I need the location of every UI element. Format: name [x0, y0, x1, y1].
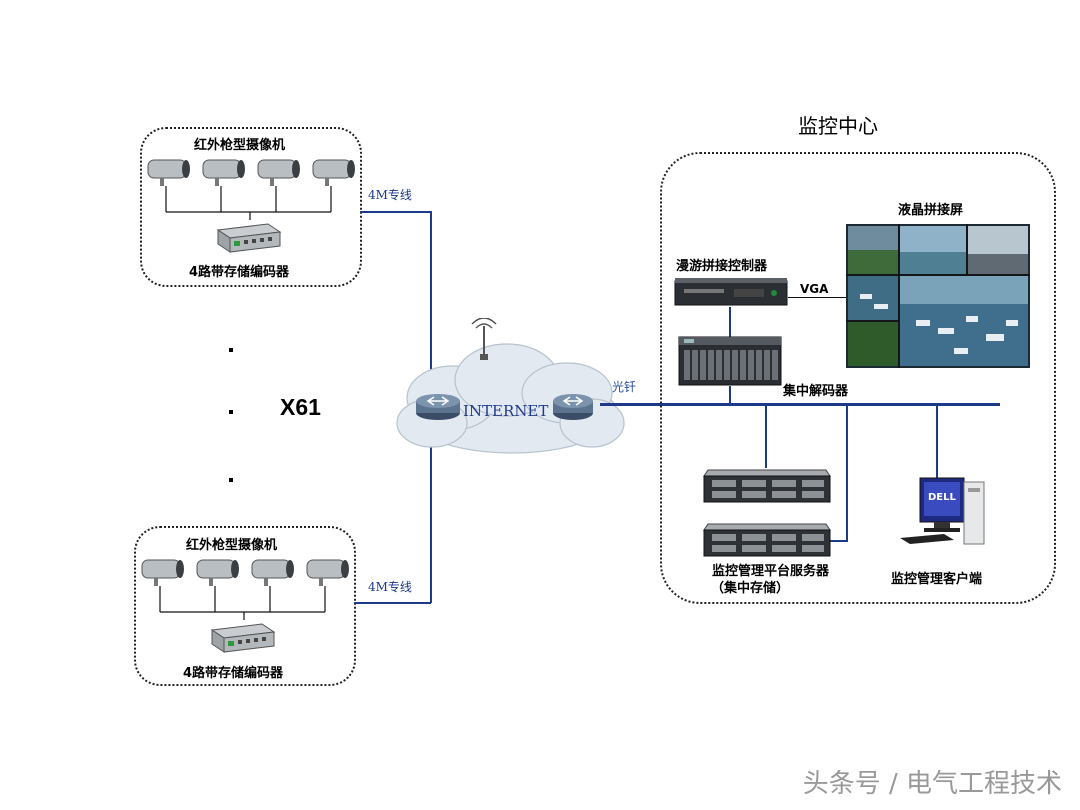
camera-icons-bottom: [141, 559, 349, 620]
server-icon-top: [703, 469, 831, 503]
fiber-label: 光钎: [612, 380, 637, 394]
watermark: 头条号 / 电气工程技术: [802, 769, 1062, 799]
router-icon-right: [553, 394, 593, 420]
antenna-icon: [471, 318, 497, 360]
link-line-top-h: [360, 211, 431, 213]
client-pc-icon: DELL: [900, 477, 985, 545]
decoder-label: 集中解码器: [783, 384, 849, 399]
client-drop: [936, 404, 938, 480]
camera-icon: [141, 559, 184, 586]
controller-decoder-line: [729, 307, 731, 337]
internet-cloud: [396, 318, 625, 454]
encoder-top-label: 4路带存储编码器: [189, 265, 290, 280]
ellipsis-dot: [229, 410, 233, 414]
server-icon-bottom: [703, 523, 831, 557]
fiber-line: [600, 403, 1000, 406]
camera-group-top: [140, 127, 362, 287]
ellipsis-dot: [229, 478, 233, 482]
camera-icon: [251, 559, 294, 586]
server-label-1: 监控管理平台服务器: [712, 564, 830, 579]
camera-icon: [312, 159, 355, 186]
vga-line: [788, 297, 846, 298]
lcd-wall-label: 液晶拼接屏: [898, 203, 964, 218]
server-bottom-drop: [846, 404, 848, 542]
internet-label: INTERNET: [463, 402, 549, 420]
camera-icon: [196, 559, 239, 586]
camera-group-bottom: [134, 526, 356, 686]
monitoring-center-box: [660, 152, 1056, 604]
center-title: 监控中心: [798, 114, 878, 138]
camera-icons-top: [147, 159, 355, 220]
server-bottom-connector: [830, 540, 847, 542]
decoder-icon: [678, 336, 782, 386]
camera-icon: [306, 559, 349, 586]
camera-icon: [202, 159, 245, 186]
server-label-2: （集中存储）: [711, 581, 790, 596]
encoder-icon-top: [216, 223, 282, 253]
link-line-bottom-h: [354, 602, 431, 604]
camera-group-top-label: 红外枪型摄像机: [194, 138, 286, 153]
lcd-wall-image: [846, 224, 1030, 368]
server-top-drop: [765, 404, 767, 468]
controller-icon: [674, 278, 788, 306]
svg-text:DELL: DELL: [928, 492, 957, 503]
encoder-bottom-label: 4路带存储编码器: [183, 666, 284, 681]
client-label: 监控管理客户端: [891, 572, 983, 587]
router-icon-left: [416, 394, 460, 420]
link-label-bottom: 4M专线: [368, 580, 412, 594]
decoder-bus-line: [729, 386, 731, 404]
link-label-top: 4M专线: [368, 188, 412, 202]
encoder-icon-bottom: [210, 623, 276, 653]
vga-label: VGA: [800, 282, 829, 296]
camera-group-bottom-label: 红外枪型摄像机: [186, 538, 278, 553]
multiplier-label: X61: [280, 394, 321, 420]
ellipsis-dot: [229, 348, 233, 352]
camera-icon: [147, 159, 190, 186]
camera-icon: [257, 159, 300, 186]
controller-label: 漫游拼接控制器: [676, 259, 768, 274]
